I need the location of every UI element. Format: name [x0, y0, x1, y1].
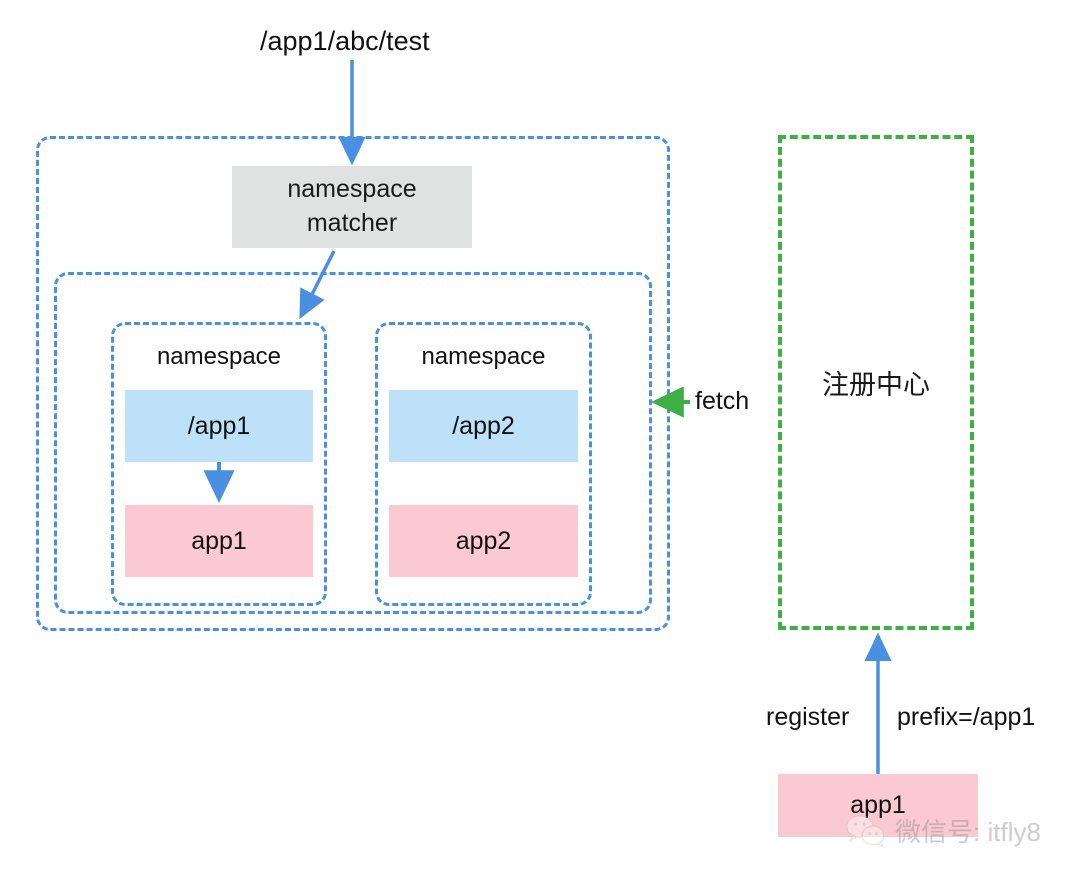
- registry-center-box[interactable]: 注册中心: [778, 135, 974, 630]
- request-path-label: /app1/abc/test: [260, 26, 430, 56]
- service-band-app2[interactable]: app2: [389, 505, 578, 577]
- namespace-matcher-line1: namespace: [287, 175, 417, 204]
- registry-center-label: 注册中心: [822, 370, 930, 400]
- namespace-title-app1: namespace: [156, 343, 282, 370]
- provider-app1-box[interactable]: app1: [778, 774, 978, 837]
- namespaces-group-container: [54, 272, 652, 614]
- prefix-config-label: prefix=/app1: [897, 703, 1036, 731]
- fetch-label: fetch: [695, 387, 750, 415]
- namespace-matcher-box[interactable]: namespace matcher: [232, 166, 472, 248]
- prefix-band-app1[interactable]: /app1: [125, 390, 313, 462]
- namespace-box-app1[interactable]: namespace: [111, 322, 327, 606]
- service-band-app1[interactable]: app1: [125, 505, 313, 577]
- register-label: register: [766, 703, 850, 731]
- namespace-box-app2[interactable]: namespace: [375, 322, 592, 606]
- namespace-title-app2: namespace: [421, 343, 546, 370]
- prefix-band-app2[interactable]: /app2: [389, 390, 578, 462]
- namespace-matcher-line2: matcher: [306, 209, 398, 237]
